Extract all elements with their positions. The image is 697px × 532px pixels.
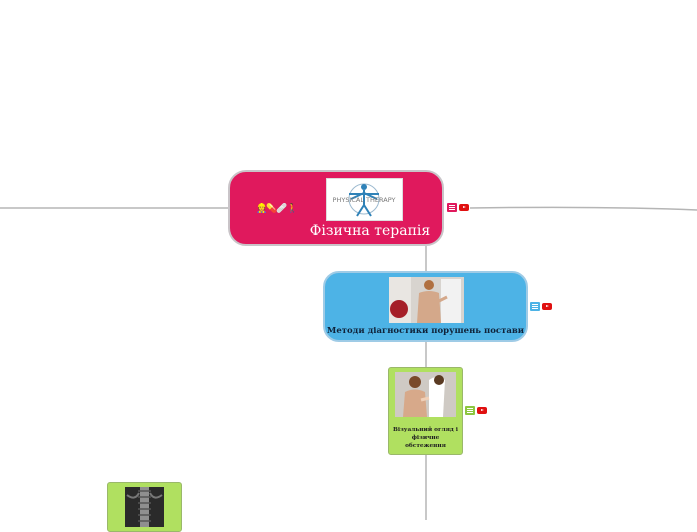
posture-exam-image: [389, 277, 464, 323]
connector-right: [469, 206, 697, 211]
image-text: PHYSICAL THERAPY: [333, 196, 396, 204]
visual-exam-node[interactable]: Візуальний огляд і фізичне обстеження: [388, 367, 463, 455]
diagnostics-node[interactable]: Методи діагностики порушень постави: [323, 271, 528, 342]
diagnostics-title: Методи діагностики порушень постави: [326, 326, 525, 336]
youtube-icon[interactable]: [459, 204, 469, 211]
notes-icon[interactable]: [447, 203, 457, 212]
notes-icon[interactable]: [530, 302, 540, 311]
diagnostics-attachments: [530, 302, 552, 311]
root-node[interactable]: 👷💊🩹🚶 PHYSICAL THERAPY Фізична терапія: [228, 170, 444, 246]
physical-therapy-image: PHYSICAL THERAPY: [326, 178, 403, 221]
youtube-icon[interactable]: [477, 407, 487, 414]
notes-icon[interactable]: [465, 406, 475, 415]
spine-xray-image: [125, 487, 164, 527]
visual-exam-image: [395, 372, 456, 417]
mindmap-canvas: 👷💊🩹🚶 PHYSICAL THERAPY Фізична терапія: [0, 170, 697, 532]
root-title: Фізична терапія: [309, 223, 431, 239]
visual-exam-attachments: [465, 406, 487, 415]
connector-lines: [0, 206, 697, 520]
root-attachments: [447, 203, 469, 212]
visual-exam-title: Візуальний огляд і фізичне обстеження: [392, 427, 459, 449]
youtube-icon[interactable]: [542, 303, 552, 310]
root-decor-icons: 👷💊🩹🚶: [256, 204, 298, 214]
xray-node[interactable]: [107, 482, 182, 532]
